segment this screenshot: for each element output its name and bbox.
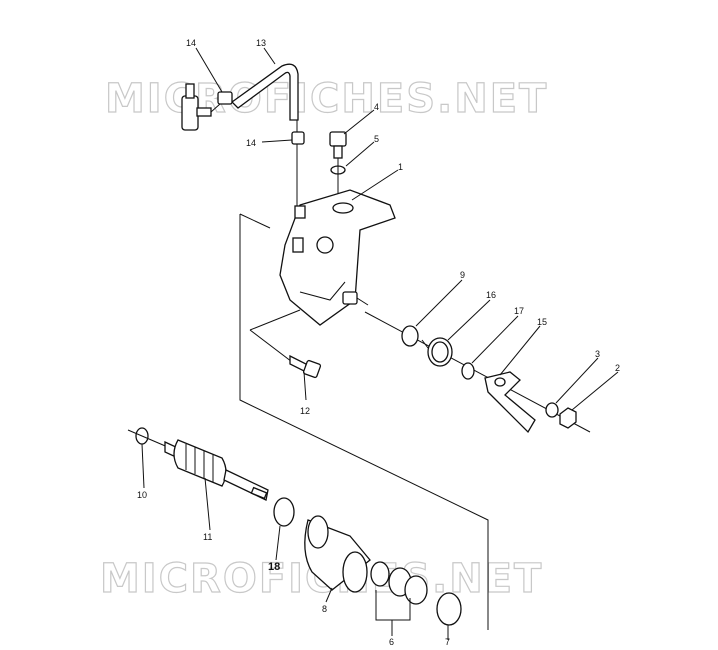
- callout-7: 7: [445, 637, 450, 645]
- control-lever-part: [484, 371, 536, 434]
- bearing-sleeve-part: [304, 515, 371, 593]
- banjo-bolt-part: [329, 131, 347, 159]
- hose-clamp-part: [291, 131, 305, 145]
- hex-nut-part: [559, 407, 577, 429]
- callout-10: 10: [137, 490, 147, 500]
- callout-8: 8: [322, 604, 327, 614]
- callout-15: 15: [537, 317, 547, 327]
- callout-12: 12: [300, 406, 310, 416]
- elbow-fitting-part: [181, 83, 233, 131]
- callout-4: 4: [374, 102, 379, 112]
- callout-18: 18: [268, 561, 280, 573]
- large-o-ring-part: [436, 592, 462, 626]
- lock-washer-part: [545, 402, 559, 418]
- callout-11: 11: [203, 532, 212, 542]
- o-ring-part: [273, 497, 295, 527]
- watermark-top: MICROFICHES.NET: [105, 76, 548, 122]
- callout-17: 17: [514, 306, 524, 316]
- thrust-washer-part: [461, 362, 475, 380]
- callout-3: 3: [595, 349, 600, 359]
- callout-6: 6: [389, 637, 394, 645]
- callout-9: 9: [460, 270, 465, 280]
- callout-2: 2: [615, 363, 620, 373]
- callout-13: 13: [256, 38, 266, 48]
- callout-16: 16: [486, 290, 496, 300]
- drive-gear-shaft-part: [164, 439, 269, 501]
- spacer-part: [401, 325, 419, 347]
- oil-pump-body-part: [279, 189, 396, 326]
- shim-set-part: [370, 561, 428, 621]
- return-spring-part: [421, 337, 453, 367]
- leader-lines: [141, 47, 619, 640]
- callout-1: 1: [398, 162, 403, 172]
- callout-14-mid: 14: [246, 138, 256, 148]
- mounting-bolt-part: [289, 354, 322, 379]
- callout-14-top: 14: [186, 38, 196, 48]
- callout-5: 5: [374, 134, 379, 144]
